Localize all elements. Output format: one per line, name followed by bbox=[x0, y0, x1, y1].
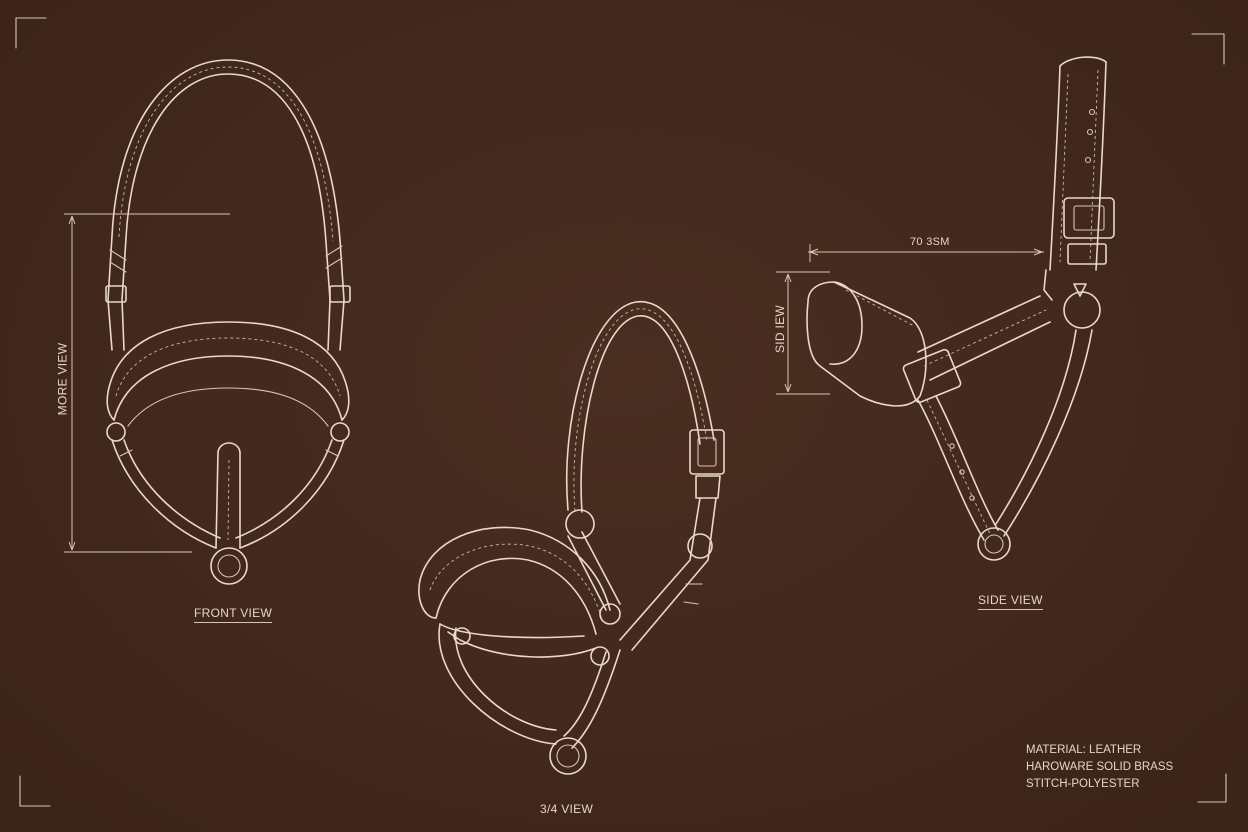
corner-mark-top-right bbox=[1191, 33, 1225, 65]
spec-line-hardware: HAROWARE SOLID BRASS bbox=[1026, 761, 1174, 773]
three-quarter-view-label: 3/4 VIEW bbox=[540, 802, 594, 816]
corner-mark-top-left bbox=[15, 17, 47, 49]
front-view-halter bbox=[105, 59, 351, 585]
spec-block: MATERIAL: LEATHER HAROWARE SOLID BRASS S… bbox=[1026, 742, 1173, 793]
front-dimension-line bbox=[64, 213, 230, 553]
corner-mark-bottom-right bbox=[1197, 773, 1227, 803]
corner-mark-bottom-left bbox=[19, 775, 51, 807]
spec-line-material: MATERIAL: LEATHER bbox=[1026, 744, 1142, 756]
side-view-label: SIDE VIEW bbox=[978, 593, 1043, 610]
side-view-halter bbox=[806, 56, 1115, 561]
side-dimension-lines bbox=[776, 244, 1044, 395]
spec-line-stitch: STITCH-POLYESTER bbox=[1026, 778, 1140, 790]
front-view-label: FRONT VIEW bbox=[194, 606, 273, 623]
corner-marks bbox=[15, 17, 1227, 807]
three-quarter-view-halter bbox=[418, 301, 725, 775]
side-vertical-dimension-label: SID IEW bbox=[773, 304, 788, 354]
side-horizontal-dimension-label: 70 3SM bbox=[910, 236, 950, 248]
front-vertical-dimension-label: MORE VIEW bbox=[55, 342, 70, 416]
